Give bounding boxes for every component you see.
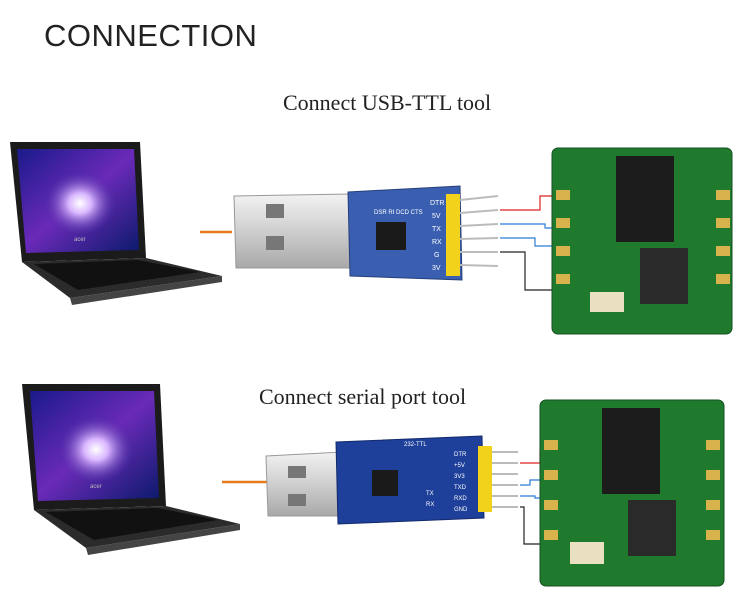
- wires-top: [500, 195, 560, 291]
- sensor-board-top: [551, 147, 733, 335]
- serial-indicator-rx: RX: [426, 502, 434, 508]
- usb-ttl-header-pins: DSR RI DCD CTS: [374, 210, 423, 216]
- serial-port-caption: Connect serial port tool: [259, 384, 467, 409]
- laptop-top: acer: [10, 142, 222, 305]
- serial-pin-dtr: DTR: [454, 452, 467, 458]
- serial-pin-gnd: GND: [454, 507, 468, 513]
- usb-pin-tx: TX: [432, 226, 441, 233]
- serial-indicator-tx: TX: [426, 491, 434, 497]
- serial-board-label: 232-TTL: [404, 442, 427, 448]
- page-title: CONNECTION: [44, 18, 258, 53]
- usb-ttl-caption: Connect USB-TTL tool: [283, 90, 492, 115]
- usb-pin-5v: 5V: [432, 213, 441, 220]
- serial-pin-5v: +5V: [454, 463, 465, 469]
- usb-pin-dtr: DTR: [430, 200, 444, 207]
- laptop-brand-top: acer: [74, 237, 86, 243]
- serial-pin-txd: TXD: [454, 485, 467, 491]
- sensor-board-bottom: [539, 399, 725, 587]
- serial-pin-3v3: 3V3: [454, 474, 465, 480]
- laptop-bottom: acer: [22, 384, 240, 555]
- serial-pin-rxd: RXD: [454, 496, 467, 502]
- usb-pin-3v: 3V: [432, 265, 441, 272]
- laptop-brand-bottom: acer: [90, 484, 102, 490]
- usb-pin-rx: RX: [432, 239, 442, 246]
- usb-pin-g: G: [434, 252, 439, 259]
- usb-ttl-module: DSR RI DCD CTS DTR 5V TX RX G 3V: [233, 185, 499, 281]
- serial-port-module: 232-TTL TX RX DTR +5V 3V3 TXD RXD GND: [265, 435, 518, 525]
